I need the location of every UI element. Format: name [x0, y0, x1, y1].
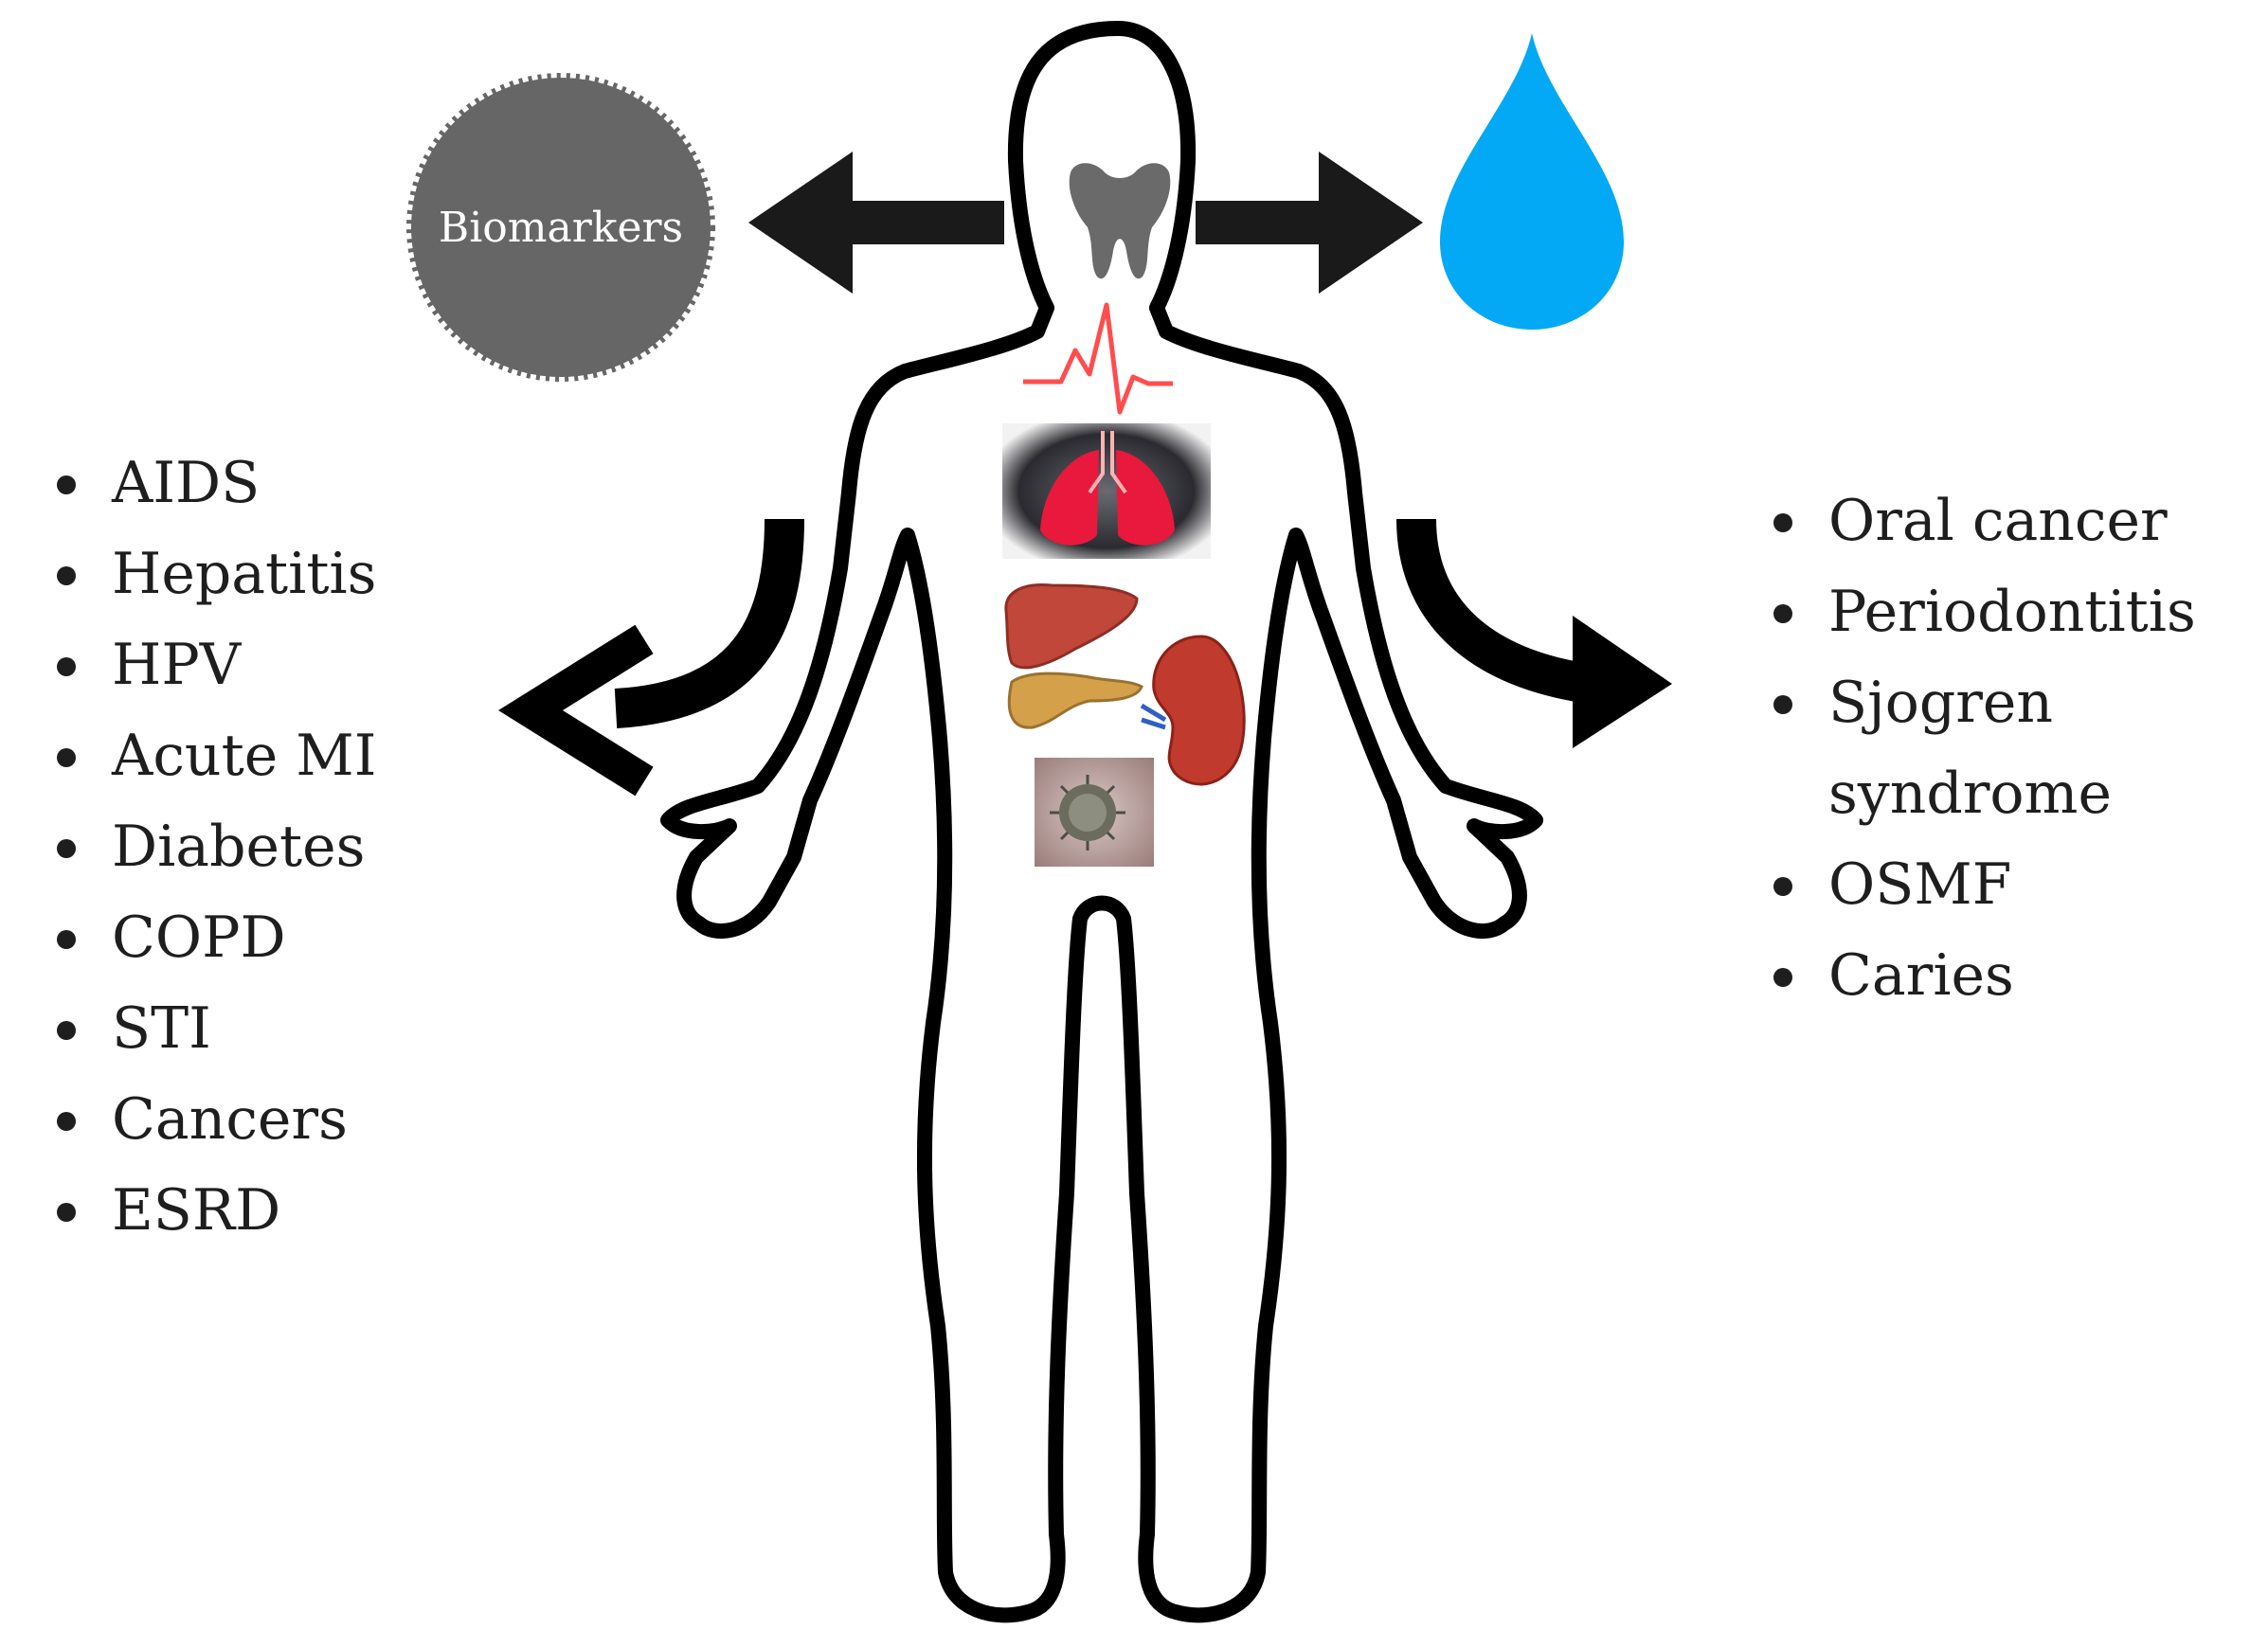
list-item: Acute MI: [47, 710, 376, 801]
tooth-icon: [1069, 163, 1171, 279]
badge-circle: [406, 73, 715, 382]
list-item: STI: [47, 983, 376, 1074]
arrow-right-curved: [1396, 518, 1672, 748]
oral-diseases-list: Oral cancer Periodontitis Sjogren syndro…: [1764, 475, 2196, 1021]
kidney-icon: [1140, 635, 1246, 786]
lungs-icon: [1002, 423, 1211, 559]
list-item: ESRD: [47, 1165, 376, 1256]
systemic-diseases-list: AIDS Hepatitis HPV Acute MI Diabetes COP…: [47, 438, 376, 1256]
badge-label: Biomarkers: [439, 204, 683, 252]
list-item: Cancers: [47, 1074, 376, 1165]
biomarkers-badge: Biomarkers: [406, 73, 715, 382]
list-item: COPD: [47, 892, 376, 983]
arrow-left-curved: [498, 518, 804, 797]
list-item: Caries: [1764, 930, 2196, 1021]
list-item: HPV: [47, 619, 376, 710]
pancreas-icon: [1007, 672, 1143, 729]
arrow-left-straight: [748, 152, 1004, 294]
virus-icon: [1035, 758, 1154, 867]
liver-icon: [1004, 582, 1139, 670]
heartbeat-icon: [1023, 302, 1173, 415]
list-item: AIDS: [47, 438, 376, 528]
list-item: Sjogren syndrome: [1764, 657, 2141, 839]
list-item: Oral cancer: [1764, 475, 2196, 566]
list-item: Periodontitis: [1764, 566, 2196, 657]
list-item: Hepatitis: [47, 528, 376, 619]
list-item: OSMF: [1764, 839, 2196, 930]
arrow-right-straight: [1196, 152, 1423, 294]
water-drop-icon: [1440, 33, 1624, 330]
list-item: Diabetes: [47, 801, 376, 892]
